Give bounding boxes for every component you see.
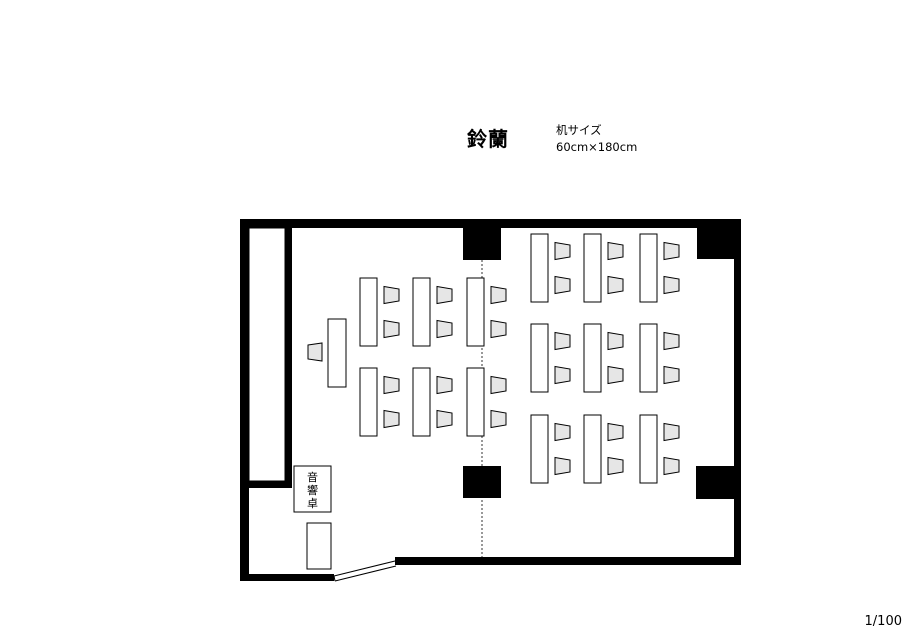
room-name: 鈴蘭 [467,127,509,151]
walls [240,219,741,581]
wall-bottom-left [240,574,334,581]
wall-left [240,219,249,581]
chair [607,275,624,295]
chair [663,456,680,476]
desk [466,367,485,437]
chair [436,375,453,395]
wall-bottom-right [395,557,741,565]
chair [554,331,571,351]
chair [436,285,453,305]
desk [530,323,549,393]
chair [436,319,453,339]
desk [639,414,658,484]
chair [663,331,680,351]
chair [383,409,400,429]
chair [607,422,624,442]
wall-right [734,219,741,565]
chair [663,365,680,385]
desk [583,233,602,303]
side-table [306,522,332,570]
chair [663,241,680,261]
sound-desk-char-1: 音 [307,470,318,484]
desk [583,323,602,393]
chair [490,319,507,339]
pillar [697,228,734,259]
desk [530,414,549,484]
desk [639,233,658,303]
desk [412,367,431,437]
chair [554,241,571,261]
chairs [383,241,680,476]
desk [359,277,378,347]
chair [607,365,624,385]
pillars [463,228,734,499]
desk [412,277,431,347]
chair [436,409,453,429]
pillar [696,466,734,499]
chair [383,285,400,305]
desk [583,414,602,484]
chair [554,422,571,442]
wall-top [240,219,741,228]
chair [663,422,680,442]
pillar [463,466,501,498]
chair [490,375,507,395]
chair [490,409,507,429]
chair [607,456,624,476]
desk-size-value: 60cm×180cm [556,140,638,154]
chair [607,331,624,351]
chair [490,285,507,305]
pillar [463,228,501,260]
storage-wall-bottom [249,481,292,488]
sound-desk-char-2: 響 [307,483,318,497]
chair [554,275,571,295]
chair [554,456,571,476]
lectern-chair [307,342,323,362]
desk [359,367,378,437]
desks [359,233,658,484]
scale-label: 1/100 [864,614,902,629]
desk [530,233,549,303]
sound-desk-char-3: 卓 [307,497,318,510]
lectern-table [327,318,347,388]
chair [383,319,400,339]
sound-desk: 音 響 卓 [293,465,332,513]
storage-wall-right [285,228,292,488]
chair [554,365,571,385]
storage-inner [248,227,286,482]
desk [639,323,658,393]
desk [466,277,485,347]
chair [383,375,400,395]
chair [607,241,624,261]
desk-size-label: 机サイズ [556,123,602,137]
entrance-door[interactable] [333,560,397,582]
chair [663,275,680,295]
